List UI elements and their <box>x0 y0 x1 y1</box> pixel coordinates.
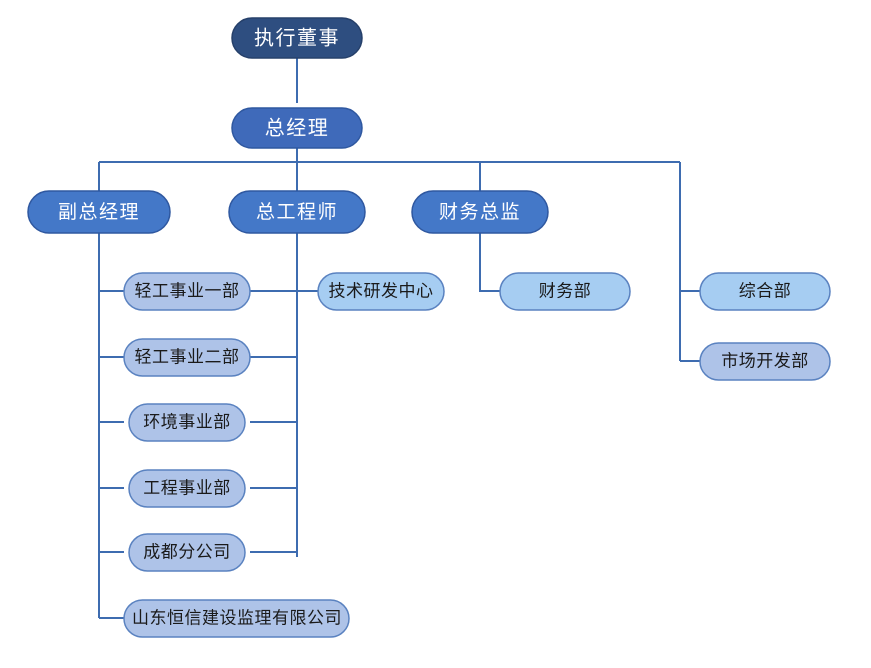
node-chief-engineer[interactable]: 总工程师 <box>228 190 366 234</box>
node-department[interactable]: 轻工事业二部 <box>123 338 251 377</box>
deputy-general-manager-label: 副总经理 <box>58 201 140 223</box>
node-department[interactable]: 工程事业部 <box>128 469 246 508</box>
department-label: 技术研发中心 <box>329 281 434 300</box>
node-general-manager[interactable]: 总经理 <box>231 107 363 149</box>
finance-director-shape <box>411 190 549 234</box>
department-shape <box>317 272 445 311</box>
node-department[interactable]: 环境事业部 <box>128 403 246 442</box>
department-shape <box>128 469 246 508</box>
department-shape <box>123 338 251 377</box>
deputy-general-manager-shape <box>27 190 171 234</box>
chief-engineer-label: 总工程师 <box>256 201 338 223</box>
connector-layer <box>98 58 700 619</box>
node-department[interactable]: 综合部 <box>699 272 831 311</box>
department-label: 轻工事业二部 <box>135 347 240 366</box>
node-department[interactable]: 成都分公司 <box>128 533 246 572</box>
executive-director-shape <box>231 17 363 59</box>
department-label: 成都分公司 <box>143 542 231 561</box>
department-label: 轻工事业一部 <box>135 281 240 300</box>
node-department[interactable]: 市场开发部 <box>699 342 831 381</box>
node-deputy-general-manager[interactable]: 副总经理 <box>27 190 171 234</box>
node-finance-director[interactable]: 财务总监 <box>411 190 549 234</box>
department-shape <box>699 342 831 381</box>
department-shape <box>128 533 246 572</box>
department-label: 财务部 <box>539 281 592 300</box>
department-shape <box>128 403 246 442</box>
department-label: 综合部 <box>739 281 792 300</box>
executive-director-label: 执行董事 <box>254 26 340 49</box>
department-shape <box>123 272 251 311</box>
finance-director-label: 财务总监 <box>439 201 521 223</box>
connector-finance-to-dept <box>479 233 500 292</box>
department-label: 山东恒信建设监理有限公司 <box>132 608 342 627</box>
department-shape <box>123 599 350 638</box>
node-executive-director[interactable]: 执行董事 <box>231 17 363 59</box>
node-department[interactable]: 技术研发中心 <box>317 272 445 311</box>
node-department[interactable]: 财务部 <box>499 272 631 311</box>
department-label: 市场开发部 <box>721 351 809 370</box>
general-manager-label: 总经理 <box>265 116 330 139</box>
department-shape <box>499 272 631 311</box>
general-manager-shape <box>231 107 363 149</box>
department-label: 环境事业部 <box>143 412 231 431</box>
chief-engineer-shape <box>228 190 366 234</box>
department-label: 工程事业部 <box>143 478 231 497</box>
department-shape <box>699 272 831 311</box>
node-department[interactable]: 轻工事业一部 <box>123 272 251 311</box>
node-department[interactable]: 山东恒信建设监理有限公司 <box>123 599 350 638</box>
